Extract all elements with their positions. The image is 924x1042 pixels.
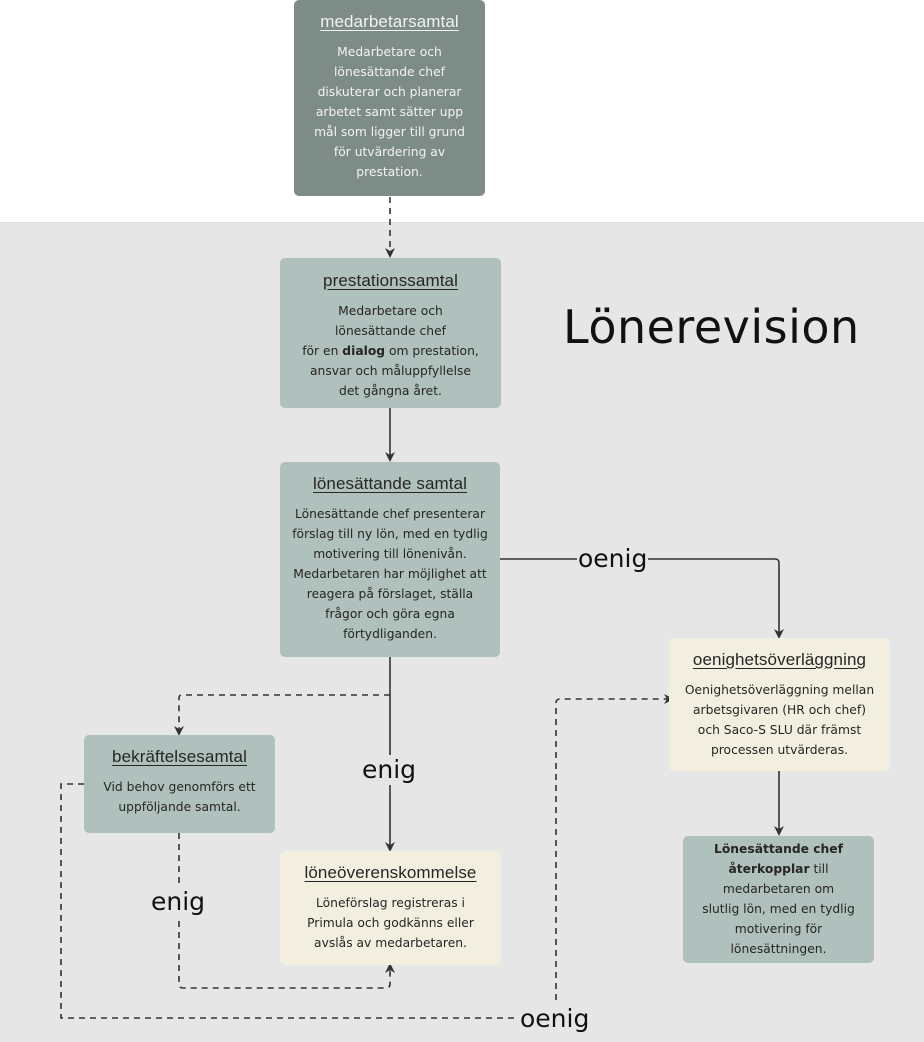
body-line: för en dialog om prestation, (286, 341, 495, 361)
body-line: Lönesättande chef (689, 839, 868, 859)
node-body: Löneförslag registreras i Primula och go… (286, 893, 495, 953)
bold-keyword: dialog (342, 344, 386, 358)
text-span: för en (302, 344, 343, 358)
bold-keyword: Lönesättande chef (714, 842, 843, 856)
body-line: uppföljande samtal. (118, 800, 241, 814)
bold-keyword: återkopplar (728, 862, 810, 876)
body-line: Medarbetaren har möjlighet att (293, 567, 487, 581)
node-bekraftelsesamtal: bekräftelsesamtal Vid behov genomförs et… (84, 735, 275, 833)
body-line: motivering för (734, 922, 823, 936)
body-line: slutlig lön, med en tydlig (702, 902, 855, 916)
body-line: motivering till lönenivån. (313, 547, 467, 561)
diagram-heading: Lönerevision (563, 300, 860, 354)
edge-label-enig-center: enig (361, 755, 418, 785)
edge-oenig-to-oenighetsoverlaggning (500, 558, 784, 639)
node-body: Lönesättande chef återkopplar till medar… (689, 839, 868, 959)
node-lonesattande-samtal: lönesättande samtal Lönesättande chef pr… (280, 462, 500, 657)
edge-label-oenig-bottom: oenig (519, 1004, 591, 1034)
body-line: prestation. (356, 165, 423, 179)
body-line: lönesättningen. (730, 942, 827, 956)
body-line: processen utvärderas. (710, 743, 849, 757)
body-line: Medarbetare och (338, 304, 443, 318)
node-title: medarbetarsamtal (320, 12, 459, 31)
body-line: Oenighetsöverläggning mellan (684, 683, 875, 697)
body-line: lönesättande chef (334, 65, 445, 79)
text-span: till (809, 862, 829, 876)
body-line: Vid behov genomförs ett (103, 780, 256, 794)
body-line: reagera på förslaget, ställa (306, 587, 474, 601)
body-line: diskuterar och planerar (317, 85, 462, 99)
body-line: för utvärdering av (333, 145, 446, 159)
edge-label-oenig-right: oenig (577, 544, 649, 574)
node-body: Oenighetsöverläggning mellan arbetsgivar… (675, 680, 884, 760)
node-body: Lönesättande chef presenterar förslag ti… (286, 504, 494, 644)
body-line: arbetet samt sätter upp (315, 105, 464, 119)
body-line: förtydliganden. (343, 627, 437, 641)
body-line: Primula och godkänns eller (307, 916, 474, 930)
node-prestationssamtal: prestationssamtal Medarbetare och lönesä… (280, 258, 501, 408)
body-line: och Saco-S SLU där främst (697, 723, 862, 737)
node-body: Medarbetare och lönesättande chef för en… (286, 301, 495, 401)
body-line: medarbetaren om (722, 882, 835, 896)
body-line: lönesättande chef (335, 324, 446, 338)
edge-label-enig-left: enig (150, 887, 207, 917)
node-oenighetsoverlaggning: oenighetsöverläggning Oenighetsöverläggn… (669, 638, 890, 771)
body-line: avslås av medarbetaren. (314, 936, 467, 950)
edge-bekraftelse-enig-to-loneoverenskommelse (178, 833, 395, 989)
body-line: det gångna året. (339, 384, 442, 398)
edge-to-bekraftelsesamtal (174, 694, 390, 736)
body-line: frågor och göra egna (325, 607, 455, 621)
body-line: förslag till ny lön, med en tydlig (292, 527, 488, 541)
body-line: Medarbetare och (337, 45, 442, 59)
body-line: ansvar och måluppfyllelse (309, 364, 471, 378)
body-line: återkopplar till (689, 859, 868, 879)
body-line: arbetsgivaren (HR och chef) (692, 703, 866, 717)
node-aterkoppling: Lönesättande chef återkopplar till medar… (683, 836, 874, 963)
node-body: Vid behov genomförs ett uppföljande samt… (90, 777, 269, 817)
node-title: löneöverenskommelse (304, 863, 477, 882)
edge-bekraftelse-oenig-to-oenighetsoverlaggning (60, 694, 674, 1019)
body-line: Löneförslag registreras i (316, 896, 465, 910)
node-medarbetarsamtal: medarbetarsamtal Medarbetare och lönesät… (294, 0, 485, 196)
body-line: Lönesättande chef presenterar (294, 507, 486, 521)
node-body: Medarbetare och lönesättande chef diskut… (300, 42, 479, 182)
body-line: mål som ligger till grund (314, 125, 465, 139)
node-title: lönesättande samtal (312, 474, 468, 493)
text-span: om prestation, (385, 344, 479, 358)
node-title: prestationssamtal (323, 271, 458, 290)
node-loneoverenskommelse: löneöverenskommelse Löneförslag registre… (280, 851, 501, 965)
node-title: oenighetsöverläggning (692, 650, 867, 669)
node-title: bekräftelsesamtal (112, 747, 247, 766)
